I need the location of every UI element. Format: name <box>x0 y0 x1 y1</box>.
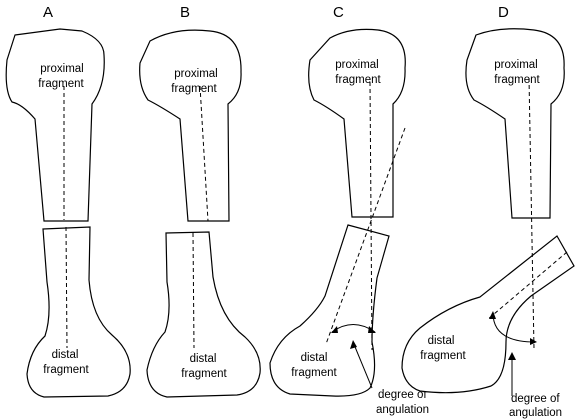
panel-c-proximal-fragment <box>308 28 406 218</box>
panel-d-label: D <box>498 4 509 21</box>
panel-d-angle-arrowhead-left <box>489 311 496 319</box>
panel-d-proximal-label-1: proximal <box>494 59 537 71</box>
panel-c-angle-label-1: degree of <box>378 389 427 401</box>
panel-b-distal-label-1: distal <box>190 353 217 365</box>
panel-c-distal-axis <box>325 127 406 345</box>
panel-c-proximal-axis <box>369 81 373 351</box>
panel-a-distal-label-1: distal <box>52 349 79 361</box>
panel-a-distal-fragment <box>26 226 131 398</box>
panel-a-proximal-fragment <box>5 28 105 222</box>
panel-b-distal-axis <box>192 232 195 349</box>
panel-c-label: C <box>333 4 344 21</box>
panel-c-angle-arrowhead-left <box>331 326 338 333</box>
panel-b-proximal-label-1: proximal <box>174 68 217 80</box>
panel-b-proximal-axis <box>199 85 209 222</box>
panel-c-distal-label-1: distal <box>301 352 328 364</box>
panel-c-proximal-label-2: fragment <box>335 74 381 86</box>
panel-a-distal-axis <box>65 226 68 349</box>
panel-d: D proximal fragment distal fragment degr… <box>401 4 575 419</box>
panel-c-angle-arrowhead-right <box>368 326 376 333</box>
panel-a-proximal-label-1: proximal <box>40 63 83 75</box>
panel-d-proximal-axis <box>528 77 535 350</box>
panel-b-proximal-label-2: fragment <box>171 83 217 95</box>
panel-d-pointer-arrowhead <box>508 352 516 360</box>
panel-b: B proximal fragment distal fragment <box>139 4 261 398</box>
panel-d-angle-label-2: angulation <box>509 407 562 419</box>
panel-d-angle-arrowhead-right <box>530 338 537 345</box>
panel-b-proximal-fragment <box>139 29 242 222</box>
panel-d-proximal-fragment <box>465 28 565 219</box>
panel-d-distal-label-2: fragment <box>420 350 466 362</box>
panel-b-distal-label-2: fragment <box>181 368 227 380</box>
panel-c-distal-label-2: fragment <box>291 367 337 379</box>
panel-b-distal-fragment <box>146 231 261 398</box>
panel-d-distal-axis <box>486 251 568 321</box>
panel-c-pointer-line <box>352 341 373 389</box>
panel-a-proximal-label-2: fragment <box>38 78 84 90</box>
panel-b-label: B <box>180 4 190 21</box>
panel-a: A proximal fragment distal fragment <box>5 4 131 398</box>
panel-d-proximal-label-2: fragment <box>494 74 540 86</box>
panel-d-angle-label-1: degree of <box>511 393 560 405</box>
panel-c-proximal-label-1: proximal <box>335 59 378 71</box>
panel-c-pointer-arrowhead <box>350 340 357 349</box>
panel-a-distal-label-2: fragment <box>43 364 89 376</box>
panel-c-angle-label-2: angulation <box>376 404 429 416</box>
panel-c: C proximal fragment distal fragment degr… <box>269 4 429 416</box>
panel-a-label: A <box>43 4 53 21</box>
panel-d-distal-fragment <box>401 235 575 394</box>
panel-d-distal-label-1: distal <box>428 335 455 347</box>
